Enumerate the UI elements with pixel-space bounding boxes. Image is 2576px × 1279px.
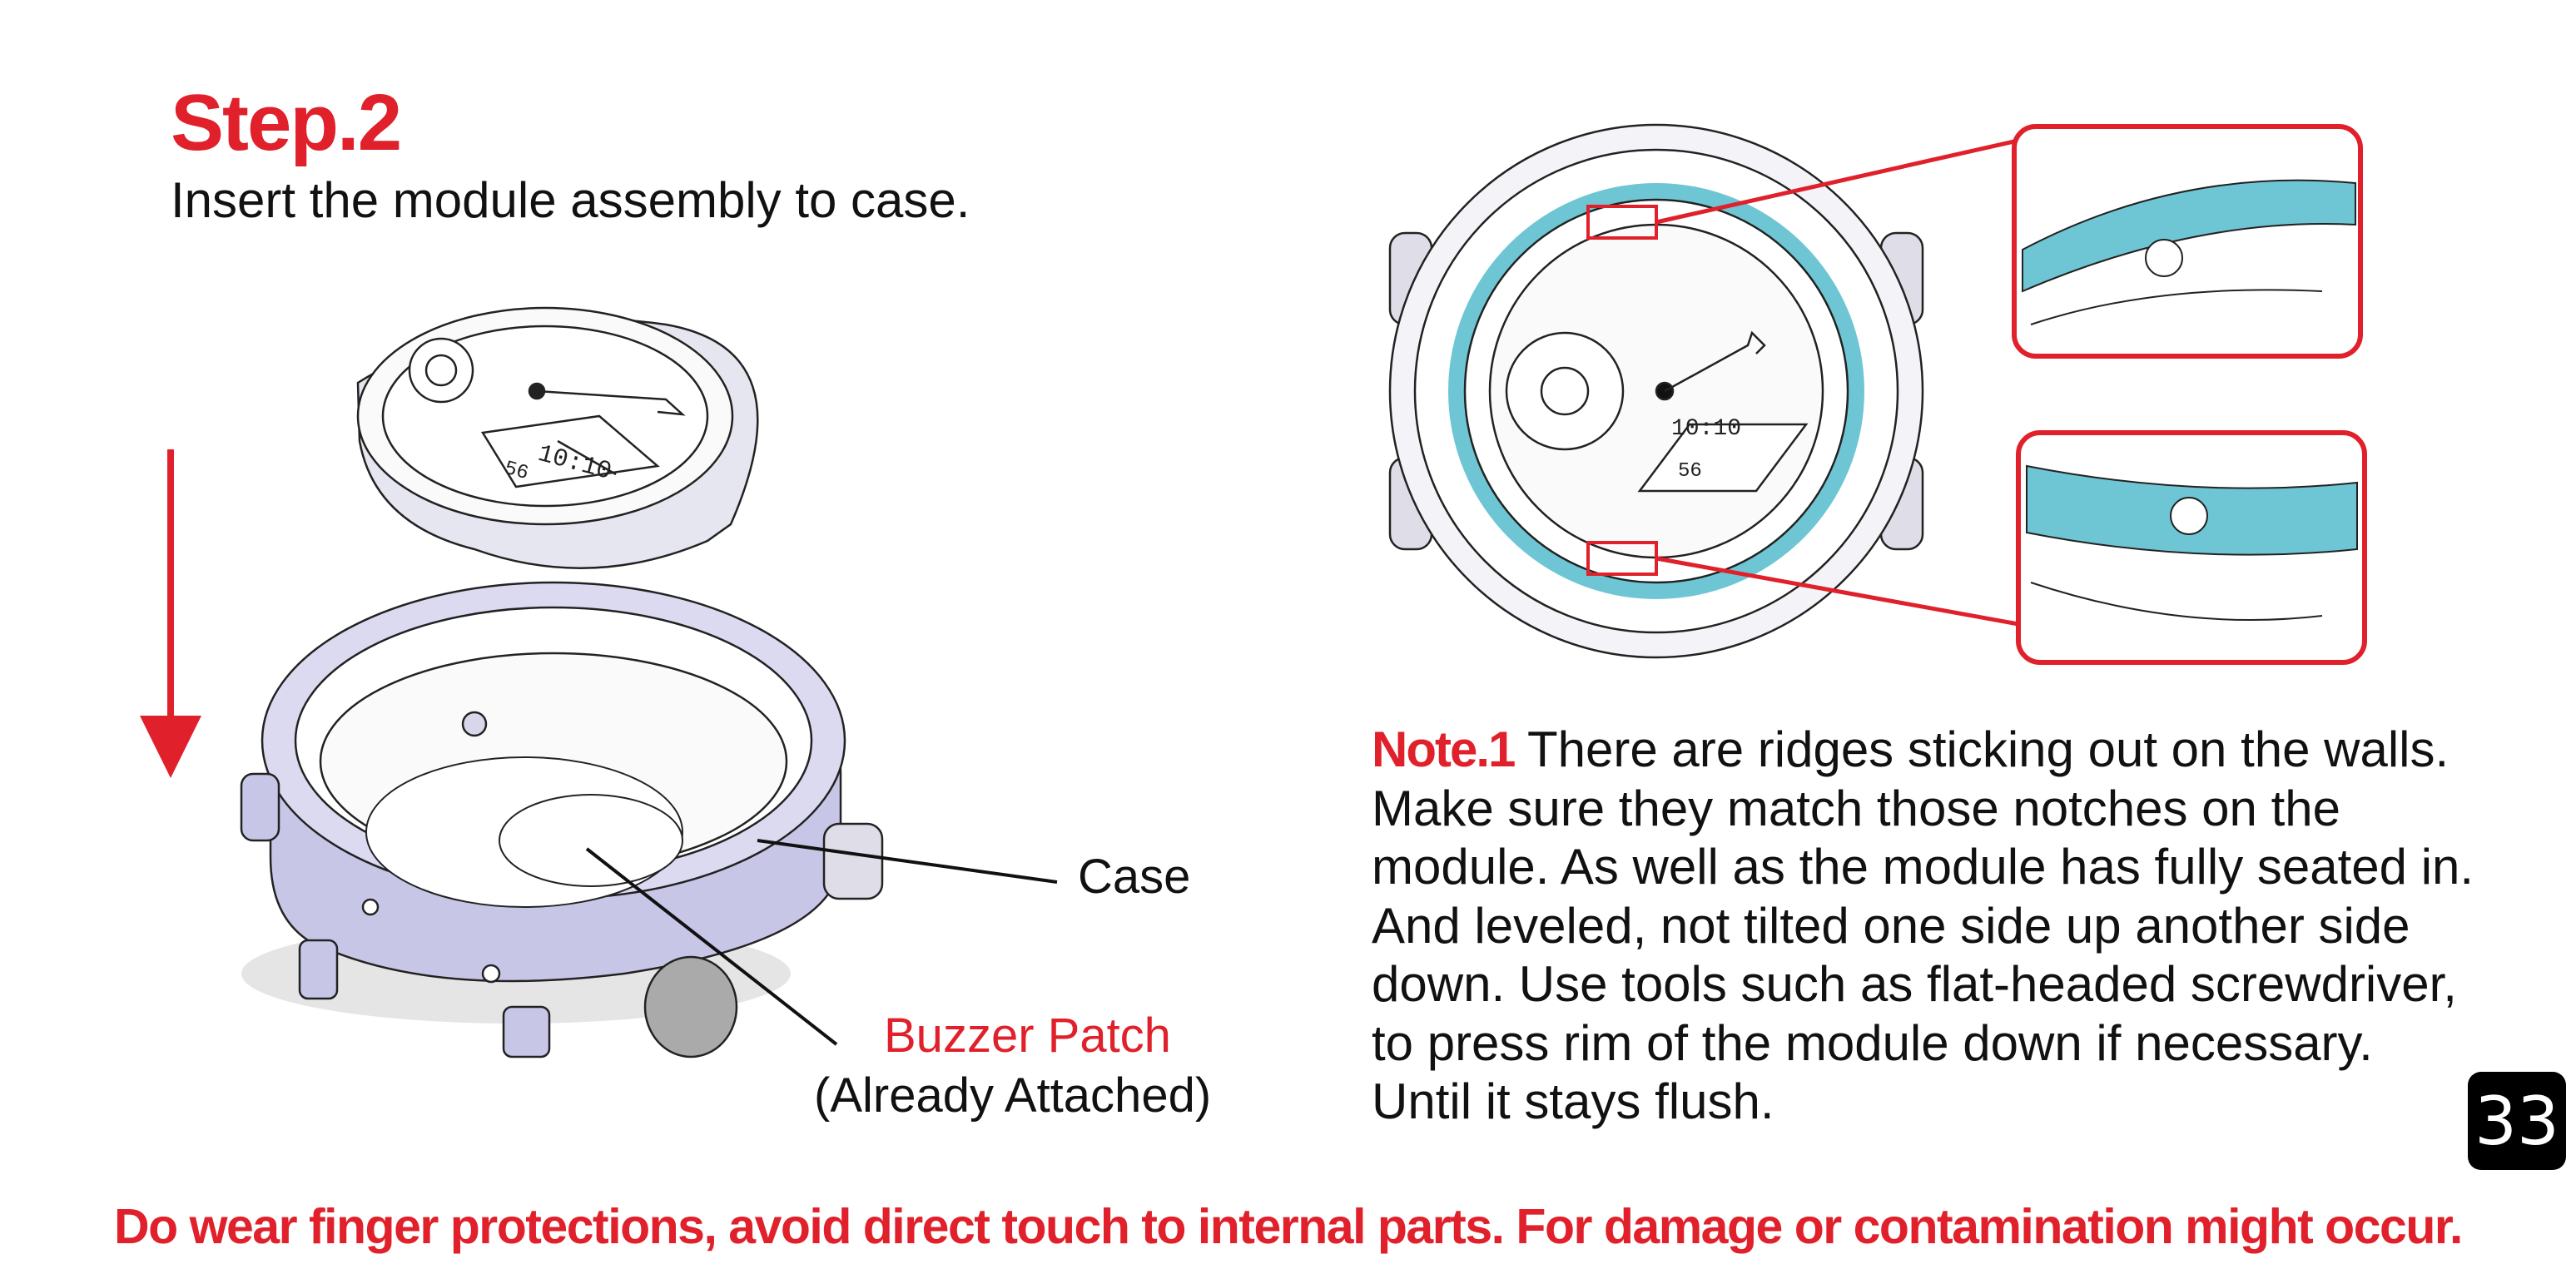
case-leader-line bbox=[757, 839, 1058, 884]
step-title: Step.2 bbox=[171, 78, 402, 167]
upper-notch-zoom bbox=[2012, 124, 2363, 359]
insertion-arrow-icon bbox=[140, 449, 201, 778]
case-label: Case bbox=[1078, 850, 1191, 904]
note-block: Note.1 There are ridges sticking out on … bbox=[1372, 721, 2479, 1132]
notch-detail-illustration: 10:10 56 bbox=[1388, 123, 2367, 665]
buzzer-patch-status: (Already Attached) bbox=[814, 1068, 1212, 1123]
page-number: 33 bbox=[2468, 1072, 2566, 1170]
lower-notch-zoom bbox=[2016, 430, 2367, 665]
module-insertion-illustration: 10:10 56 bbox=[140, 306, 1058, 1058]
note-label: Note.1 bbox=[1372, 721, 1516, 777]
topview-display-seconds: 56 bbox=[1678, 460, 1702, 483]
note-body: There are ridges sticking out on the wal… bbox=[1372, 721, 2474, 1129]
buzzer-patch-label: Buzzer Patch bbox=[884, 1009, 1171, 1063]
topview-display-time: 10:10 bbox=[1671, 416, 1741, 442]
buzzer-leader-line bbox=[585, 847, 838, 1046]
watch-top-view bbox=[1388, 123, 1924, 659]
step-instruction: Insert the module assembly to case. bbox=[171, 172, 970, 228]
safety-warning: Do wear finger protections, avoid direct… bbox=[114, 1199, 2463, 1254]
module-assembly bbox=[356, 306, 759, 569]
watch-case bbox=[240, 581, 884, 1058]
